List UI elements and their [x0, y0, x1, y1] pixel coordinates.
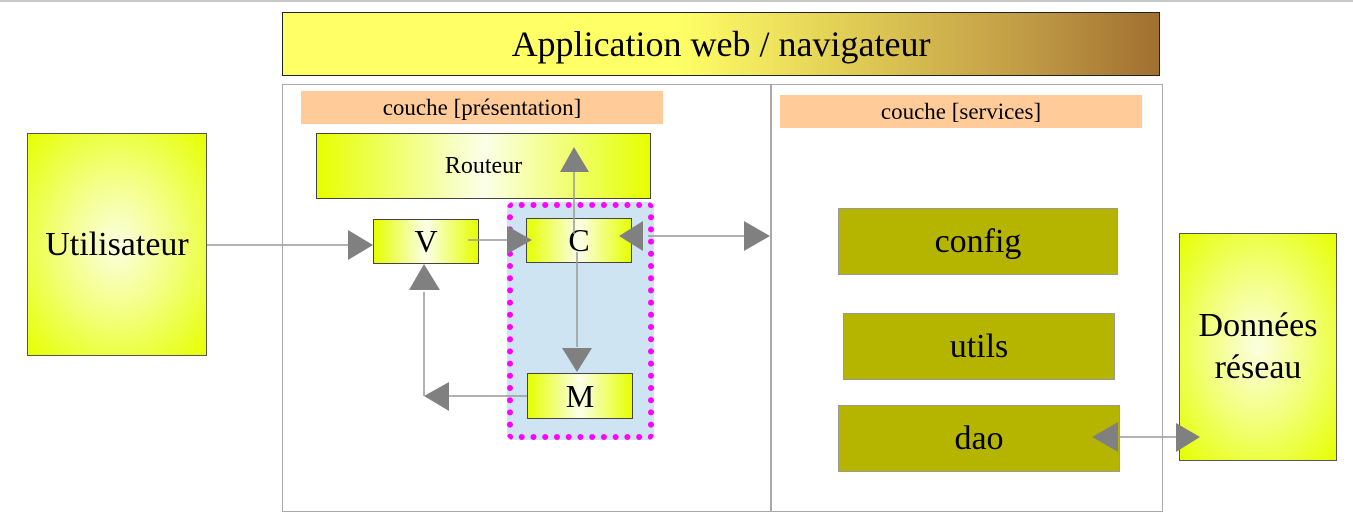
network-data-node: Données réseau: [1179, 233, 1337, 461]
title-text: Application web / navigateur: [511, 24, 931, 64]
network-data-label: Données réseau: [1198, 306, 1318, 387]
view-up-arrowhead: [409, 264, 440, 290]
view-node: V: [373, 219, 479, 264]
utils-label: utils: [949, 327, 1009, 365]
dao-label: dao: [954, 419, 1004, 457]
services-right-arrowhead: [744, 221, 770, 251]
presentation-layer-text: couche [présentation]: [382, 94, 582, 120]
model-to-view-arrowhead: [424, 382, 449, 411]
presentation-layer-frame: [282, 84, 772, 512]
model-label: M: [565, 377, 595, 414]
services-layer-text: couche [services]: [880, 98, 1042, 124]
config-node: config: [838, 208, 1118, 275]
dao-node: dao: [838, 405, 1120, 472]
model-node: M: [527, 373, 633, 419]
controller-to-model-arrowhead: [562, 348, 592, 372]
dao-left-arrowhead: [1092, 422, 1118, 452]
view-label: V: [414, 223, 438, 259]
services-layer-label: couche [services]: [780, 95, 1142, 128]
view-to-controller-arrowhead: [507, 226, 532, 254]
controller-to-router-arrowhead: [560, 147, 589, 172]
utils-node: utils: [843, 313, 1115, 380]
router-node: Routeur: [316, 133, 651, 199]
services-layer-frame: [770, 84, 1163, 512]
presentation-layer-label: couche [présentation]: [301, 91, 663, 124]
network-right-arrowhead: [1176, 423, 1200, 452]
config-label: config: [934, 222, 1022, 260]
top-divider: [0, 0, 1353, 2]
user-node: Utilisateur: [27, 133, 207, 356]
user-to-view-arrowhead: [348, 230, 373, 260]
title-banner: Application web / navigateur: [282, 12, 1160, 76]
controller-left-arrowhead: [619, 221, 643, 251]
router-label: Routeur: [444, 152, 523, 179]
user-label: Utilisateur: [45, 225, 189, 263]
